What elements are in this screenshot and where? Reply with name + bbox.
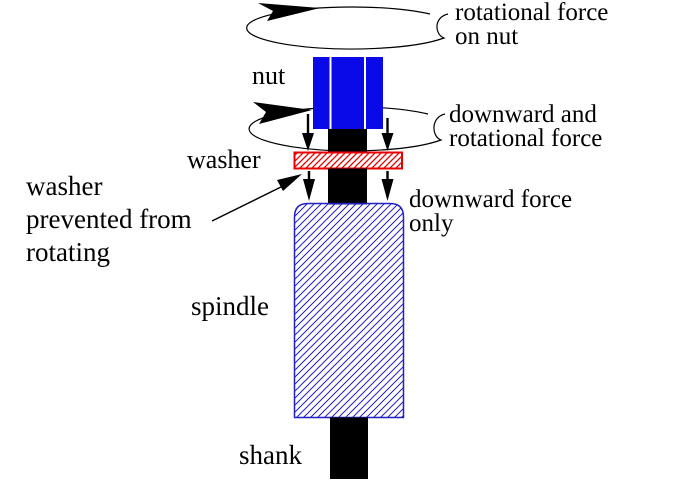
- nut-shape: [313, 57, 383, 129]
- downward-only-line1: downward force: [409, 186, 573, 213]
- downward-rotational-line2: rotational force: [449, 125, 603, 152]
- downward-rotational-line1: downward and: [449, 101, 597, 128]
- shaft-upper: [328, 129, 367, 153]
- washer-pointer-arrow: [211, 174, 302, 222]
- rotation-arrowhead-top: [258, 3, 320, 21]
- pointer-line: [211, 185, 284, 222]
- rotational-force-line1: rotational force: [455, 0, 609, 26]
- rotation-arrowhead-lower: [253, 102, 312, 124]
- spindle-label: spindle: [191, 291, 269, 321]
- washer-prevented-line1: washer: [26, 171, 103, 201]
- down-arrow-upper-left: [302, 114, 314, 151]
- washer-prevented-line2: prevented from: [26, 204, 192, 234]
- pointer-arrowhead: [277, 174, 302, 191]
- rotational-force-line2: on nut: [455, 23, 519, 50]
- downward-rotational-label: downward and rotational force: [449, 101, 603, 152]
- down-arrow-upper-right: [381, 118, 394, 151]
- arrow-head: [303, 179, 315, 201]
- arrow-head: [381, 133, 394, 151]
- rotation-ellipse-top: [246, 6, 449, 50]
- washer-prevented-label: washer prevented from rotating: [26, 170, 192, 269]
- shank-label: shank: [239, 440, 302, 470]
- washer-shape: [293, 151, 403, 170]
- arrow-head: [302, 133, 314, 151]
- down-arrow-lower-left: [303, 171, 315, 201]
- washer-label: washer: [187, 145, 261, 174]
- arrow-head: [381, 179, 394, 201]
- washer-prevented-line3: rotating: [26, 237, 110, 267]
- shank-shape: [330, 417, 368, 479]
- down-arrow-lower-right: [381, 171, 394, 201]
- downward-only-line2: only: [409, 210, 454, 237]
- nut-label: nut: [252, 61, 286, 90]
- shaft-lower: [328, 168, 367, 205]
- spindle-shape: [293, 202, 405, 419]
- downward-only-label: downward force only: [409, 186, 573, 237]
- rotational-force-label: rotational force on nut: [455, 0, 609, 50]
